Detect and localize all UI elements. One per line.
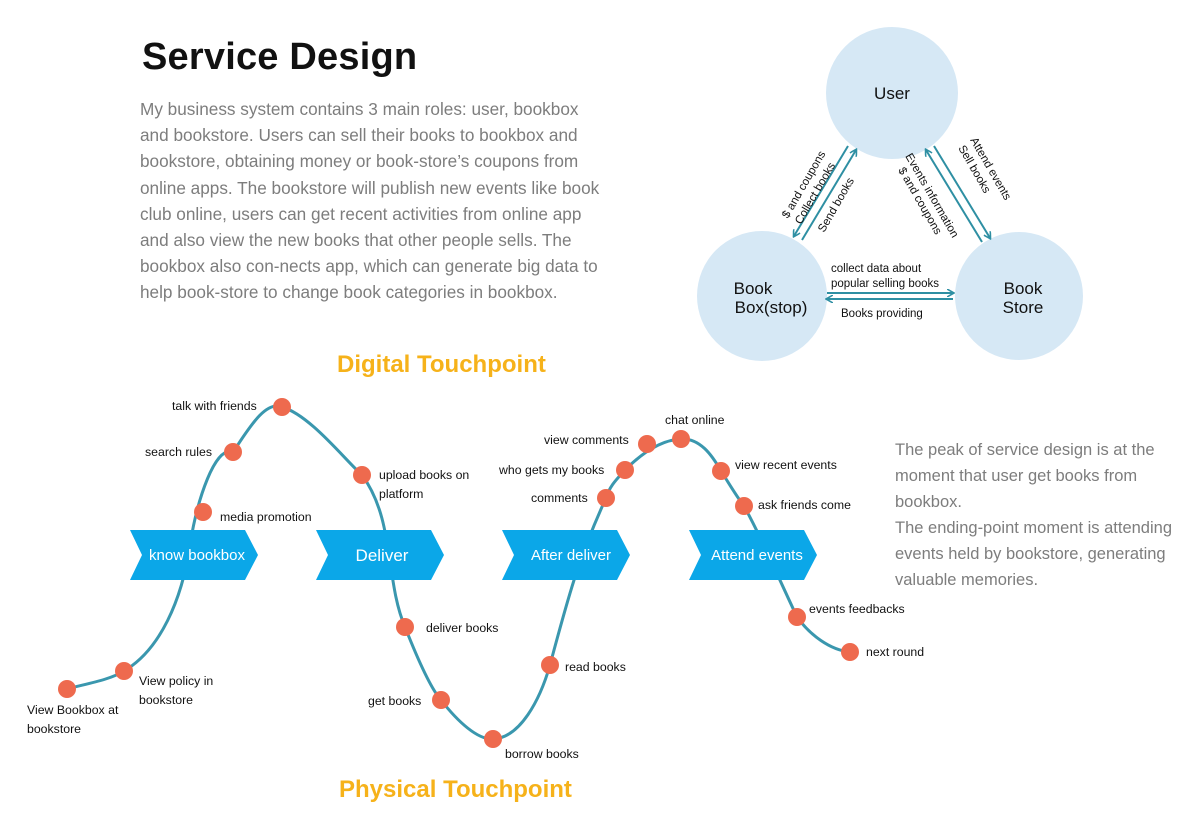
label-get-books: get books (368, 694, 421, 708)
label-view-policy-1: View policy in (139, 674, 213, 688)
description-text: My business system contains 3 main roles… (140, 99, 600, 303)
physical-touchpoint-label: Physical Touchpoint (339, 776, 572, 803)
touchpoint-dots (58, 398, 859, 748)
flow-popular-books: popular selling books (831, 278, 939, 290)
stage-know-bookbox: know bookbox (130, 530, 258, 580)
arrow-user-to-bookbox (794, 145, 849, 236)
bookbox-role-label-2: Box(stop) (735, 298, 808, 317)
dot-events-feedbacks (788, 608, 806, 626)
dot-view-bookbox (58, 680, 76, 698)
dot-get-books (432, 691, 450, 709)
label-view-recent-events: view recent events (735, 458, 837, 472)
flow-books-providing: Books providing (841, 308, 923, 320)
stage-label: know bookbox (149, 547, 245, 564)
stage-after-deliver: After deliver (502, 530, 630, 580)
stage-label: After deliver (531, 547, 611, 564)
flow-collect-data: collect data about (831, 263, 922, 275)
label-next-round: next round (866, 645, 924, 659)
dot-comments (597, 489, 615, 507)
label-view-comments: view comments (544, 433, 629, 447)
stage-label: Deliver (356, 546, 409, 565)
peak-note: The peak of service design is at the mom… (895, 437, 1200, 593)
bookstore-circle (955, 232, 1083, 360)
dot-deliver-books (396, 618, 414, 636)
stage-deliver: Deliver (316, 530, 444, 580)
label-upload-books-2: platform (379, 487, 423, 501)
dot-read-books (541, 656, 559, 674)
label-read-books: read books (565, 660, 626, 674)
dot-view-recent-events (712, 462, 730, 480)
dot-media-promotion (194, 503, 212, 521)
label-deliver-books: deliver books (426, 621, 498, 635)
label-chat-online: chat online (665, 413, 725, 427)
label-comments: comments (531, 491, 588, 505)
note-line: The ending-point moment is attending (895, 519, 1173, 537)
note-line: valuable memories. (895, 571, 1039, 589)
arrow-bookbox-to-user (801, 150, 856, 241)
dot-upload-books (353, 466, 371, 484)
dot-ask-friends (735, 497, 753, 515)
note-line: The peak of service design is at the (895, 441, 1155, 459)
stage-attend-events: Attend events (689, 530, 817, 580)
page-title: Service Design (142, 36, 418, 78)
user-circle (826, 27, 958, 159)
dot-chat-online (672, 430, 690, 448)
arrow-user-to-bookstore (933, 145, 990, 238)
bookstore-role-label-2: Store (1003, 298, 1044, 317)
bookbox-role-label-1: Book (734, 279, 773, 298)
note-line: bookbox. (895, 493, 962, 511)
dot-next-round (841, 643, 859, 661)
label-media-promotion: media promotion (220, 510, 312, 524)
label-search-rules: search rules (145, 445, 212, 459)
label-who-gets: who gets my books (498, 463, 604, 477)
dot-view-comments (638, 435, 656, 453)
dot-borrow-books (484, 730, 502, 748)
dot-view-policy (115, 662, 133, 680)
note-line: moment that user get books from (895, 467, 1138, 485)
user-role-label: User (874, 84, 910, 103)
bookstore-role-label-1: Book (1004, 279, 1043, 298)
label-events-feedbacks: events feedbacks (809, 602, 905, 616)
label-ask-friends: ask friends come (758, 498, 851, 512)
label-talk-with-friends: talk with friends (172, 399, 257, 413)
label-view-policy-2: bookstore (139, 693, 193, 707)
bookbox-circle (697, 231, 827, 361)
digital-touchpoint-label: Digital Touchpoint (337, 351, 546, 378)
dot-who-gets (616, 461, 634, 479)
arrow-bookstore-to-user (926, 150, 983, 243)
dot-talk-with-friends (273, 398, 291, 416)
label-borrow-books: borrow books (505, 747, 579, 761)
dot-search-rules (224, 443, 242, 461)
label-view-bookbox-1: View Bookbox at (27, 703, 119, 717)
stage-label: Attend events (711, 547, 803, 564)
note-line: events held by bookstore, generating (895, 545, 1166, 563)
label-view-bookbox-2: bookstore (27, 722, 81, 736)
label-upload-books-1: upload books on (379, 468, 469, 482)
